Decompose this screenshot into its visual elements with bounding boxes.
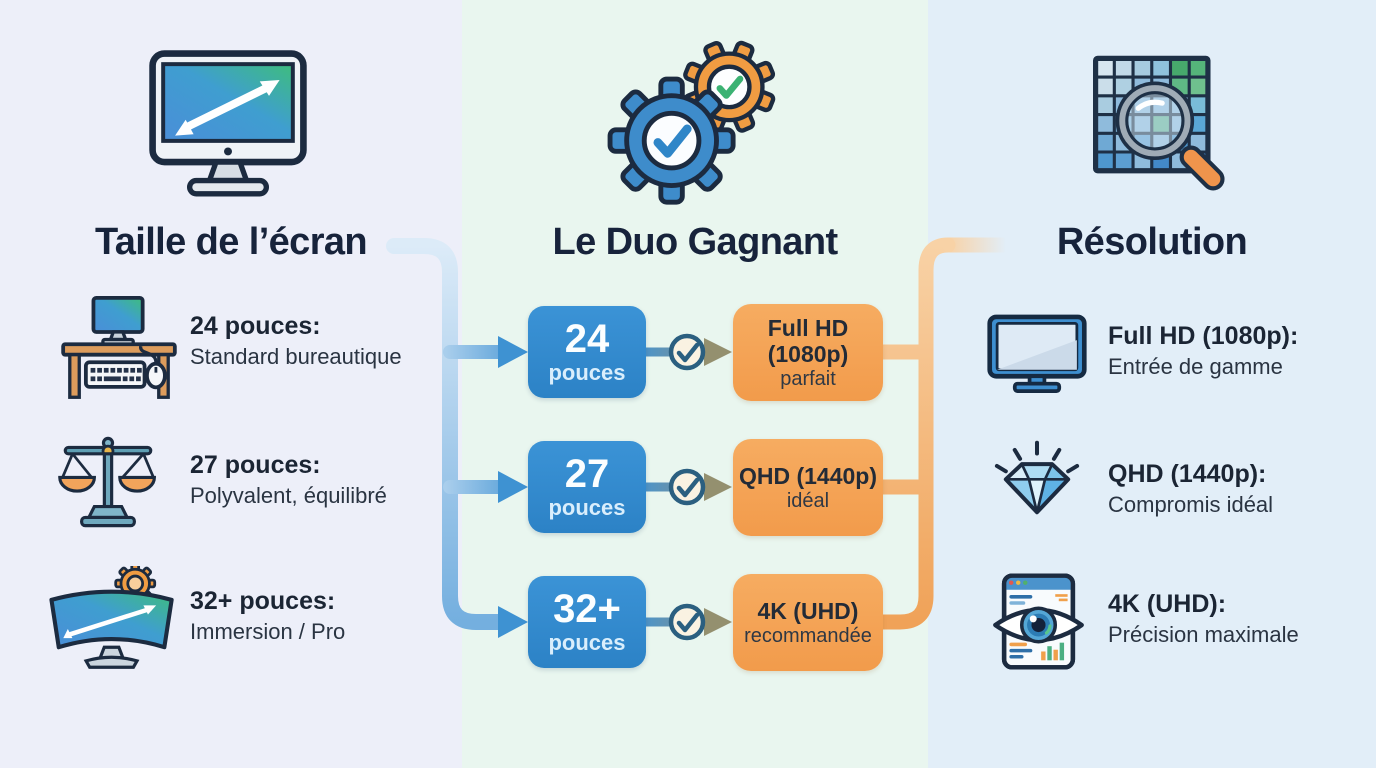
- resolution-label: QHD (1440p): [738, 462, 878, 489]
- middle-column-title: Le Duo Gagnant: [552, 221, 838, 263]
- right-item-heading: 4K (UHD):: [1108, 590, 1227, 618]
- resolution-label: Full HD (1080p): [767, 314, 849, 367]
- screen-diagonal-icon: [149, 50, 307, 197]
- right-item-description: Compromis idéal: [1108, 492, 1274, 517]
- right-item-2: QHD (1440p): Compromis idéal: [1108, 459, 1376, 520]
- right-item-description: Entrée de gamme: [1108, 354, 1283, 379]
- check-circle-icon: [668, 468, 706, 506]
- size-value: 32+: [553, 587, 621, 631]
- left-item-description: Immersion / Pro: [190, 619, 346, 644]
- size-box-32plus: 32+ pouces: [528, 576, 646, 668]
- resolution-box-4k: 4K (UHD) recommandée: [733, 574, 883, 671]
- curved-monitor-icon: [49, 566, 174, 669]
- check-circle-icon: [668, 603, 706, 641]
- check-circle-icon: [668, 333, 706, 371]
- right-column-title: Résolution: [1056, 221, 1248, 263]
- resolution-box-fullhd: Full HD (1080p) parfait: [733, 304, 883, 401]
- size-value: 27: [564, 452, 610, 496]
- left-item-2: 27 pouces: Polyvalent, équilibré: [190, 450, 462, 511]
- right-item-1: Full HD (1080p): Entrée de gamme: [1108, 321, 1376, 382]
- left-item-heading: 24 pouces:: [190, 312, 321, 340]
- gears-check-icon: [607, 40, 776, 205]
- left-item-heading: 32+ pouces:: [190, 587, 336, 615]
- left-item-heading: 27 pouces:: [190, 451, 321, 479]
- size-unit: pouces: [548, 360, 626, 385]
- size-box-27: 27 pouces: [528, 441, 646, 533]
- pixel-magnifier-icon: [1093, 55, 1225, 191]
- flat-monitor-icon: [987, 314, 1087, 393]
- right-item-description: Précision maximale: [1108, 622, 1299, 647]
- resolution-box-qhd: QHD (1440p) idéal: [733, 439, 883, 536]
- right-item-heading: Full HD (1080p):: [1108, 322, 1299, 350]
- left-item-3: 32+ pouces: Immersion / Pro: [190, 586, 462, 647]
- size-box-24: 24 pouces: [528, 306, 646, 398]
- size-value: 24: [564, 317, 610, 361]
- eye-analytics-icon: [993, 573, 1084, 670]
- resolution-verdict: recommandée: [744, 624, 872, 647]
- desk-setup-icon: [61, 296, 177, 399]
- size-unit: pouces: [548, 495, 626, 520]
- size-unit: pouces: [548, 630, 626, 655]
- left-item-description: Standard bureautique: [190, 344, 402, 369]
- diamond-icon: [994, 440, 1080, 515]
- balance-scale-icon: [58, 436, 156, 528]
- left-column-title: Taille de l’écran: [94, 221, 368, 263]
- left-item-description: Polyvalent, équilibré: [190, 483, 387, 508]
- left-item-1: 24 pouces: Standard bureautique: [190, 311, 462, 372]
- resolution-verdict: parfait: [780, 367, 836, 390]
- right-item-heading: QHD (1440p):: [1108, 460, 1267, 488]
- resolution-label: 4K (UHD): [757, 597, 859, 624]
- right-item-3: 4K (UHD): Précision maximale: [1108, 589, 1376, 650]
- resolution-verdict: idéal: [786, 489, 830, 512]
